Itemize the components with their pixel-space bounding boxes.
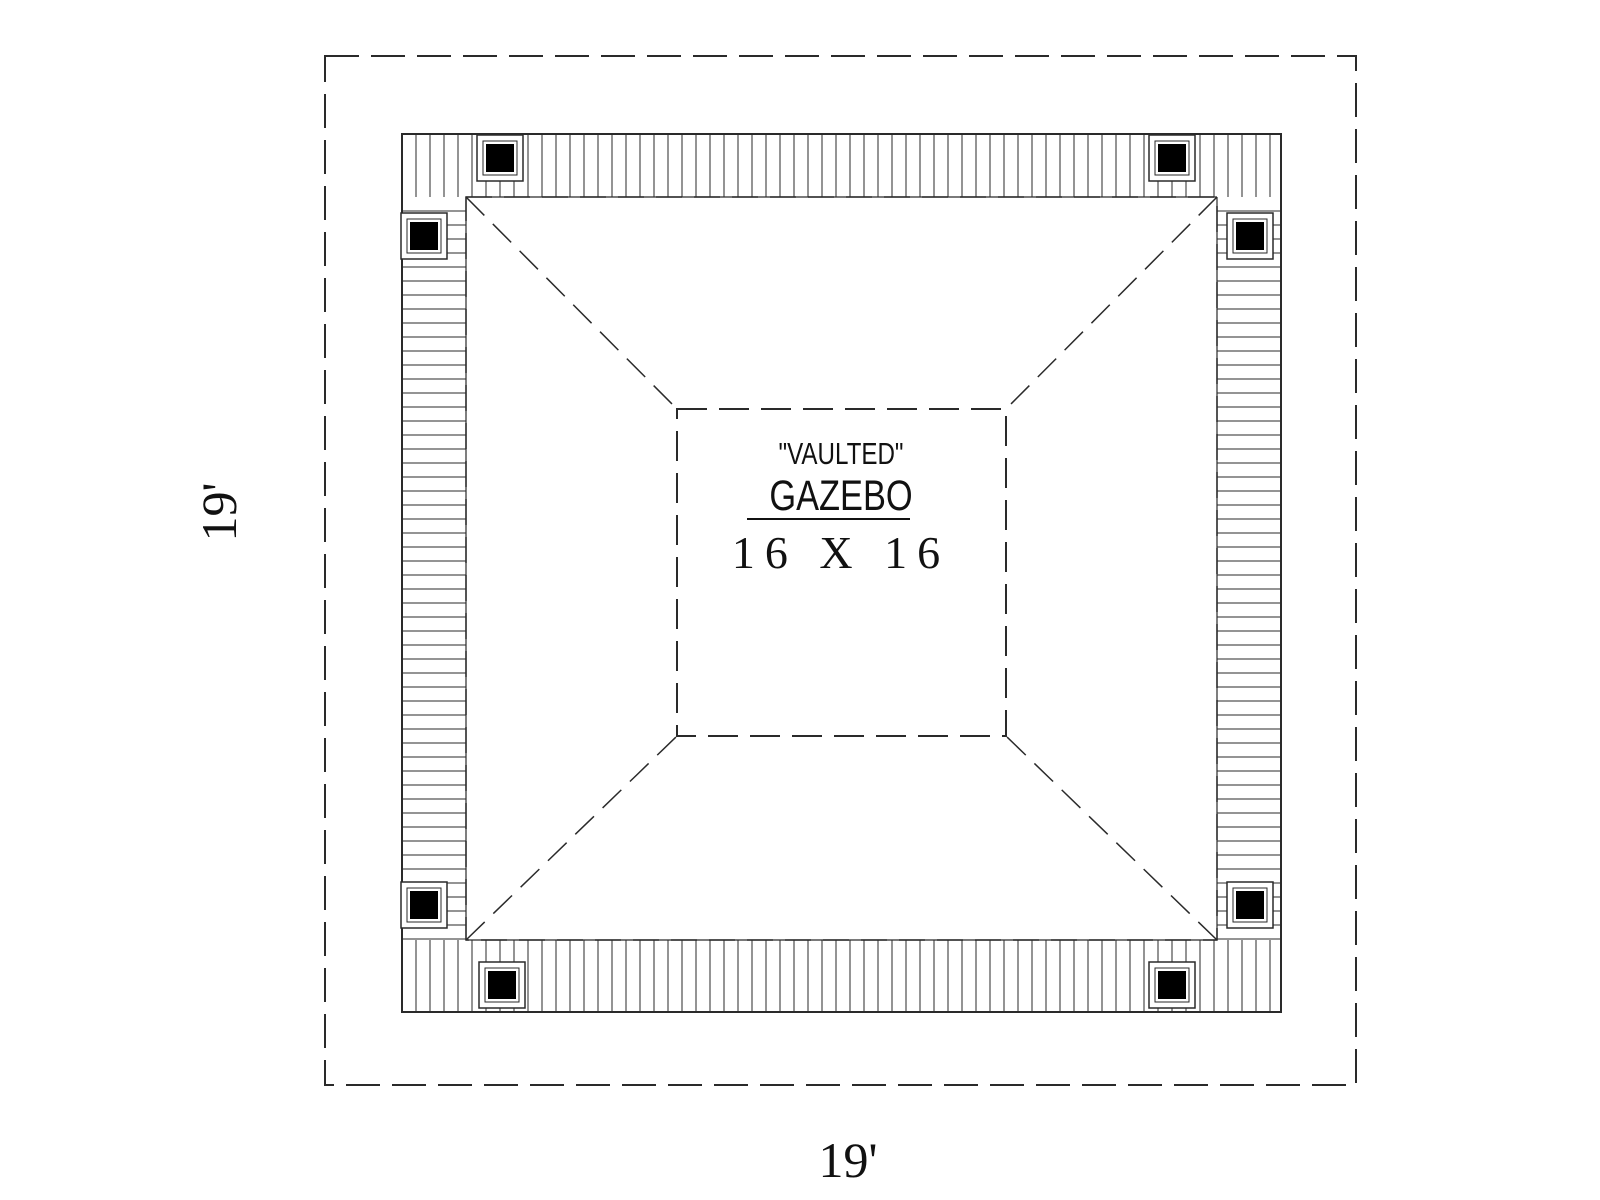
roof-overhang-outline: [324, 55, 1357, 1086]
post: [1226, 212, 1274, 260]
post: [400, 212, 448, 260]
post: [1148, 961, 1196, 1009]
hip-line-top-left: [465, 196, 678, 410]
post: [400, 881, 448, 929]
post: [1148, 134, 1196, 182]
ceiling-outline: [465, 196, 1218, 941]
post-column: [1236, 891, 1264, 919]
hip-line-top-right: [1005, 196, 1218, 410]
post-column: [1158, 144, 1186, 172]
dimension-depth: 19': [191, 482, 247, 541]
hip-line-bottom-right: [1005, 735, 1218, 941]
posts-group: [400, 134, 1274, 1009]
post-column: [410, 222, 438, 250]
post: [476, 134, 524, 182]
post-column: [1158, 971, 1186, 999]
post-column: [410, 891, 438, 919]
vault-label: "VAULTED": [778, 436, 903, 471]
dimension-width: 19': [818, 1132, 877, 1188]
post-column: [1236, 222, 1264, 250]
deck-outer-edge: [401, 133, 1282, 1013]
post: [478, 961, 526, 1009]
vault-center-outline: [676, 408, 1007, 737]
post-column: [488, 971, 516, 999]
plan-title: GAZEBO: [769, 472, 912, 519]
post: [1226, 881, 1274, 929]
post-column: [486, 144, 514, 172]
plan-size: 16 X 16: [732, 527, 950, 578]
hip-line-bottom-left: [465, 735, 678, 941]
